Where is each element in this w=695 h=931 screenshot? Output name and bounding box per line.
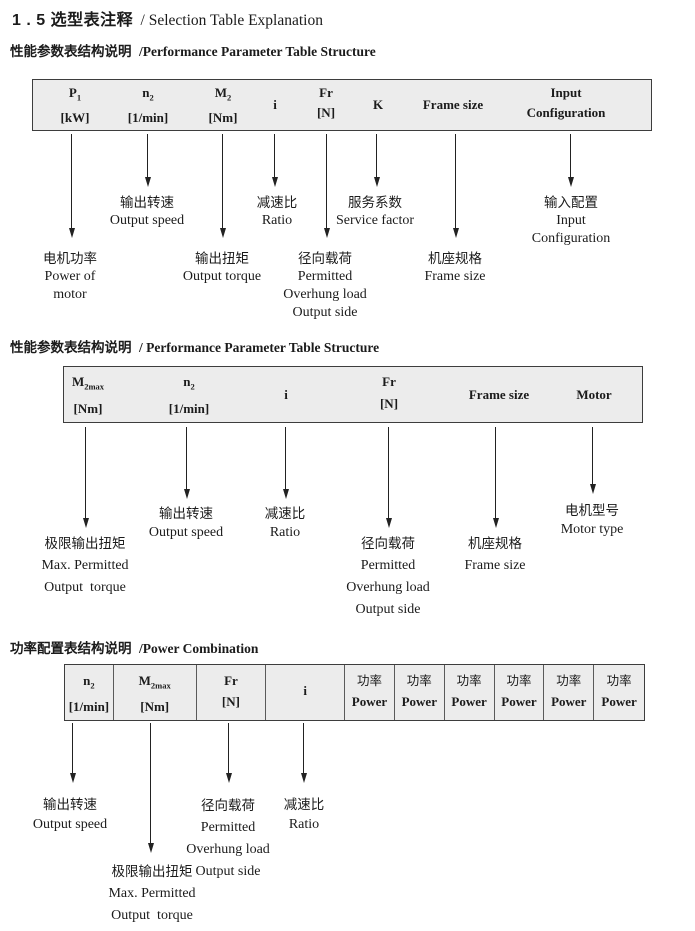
label-overhung-load: 径向载荷 Permitted Overhung load Output side — [186, 798, 270, 879]
column-header-power-4: 功率 Power — [495, 665, 545, 720]
section2-heading: 性能参数表结构说明 / Performance Parameter Table … — [10, 336, 379, 357]
label-motor-type: 电机型号 Motor type — [560, 503, 624, 537]
label-ratio: 减速比 Ratio — [264, 506, 306, 540]
down-arrow-n2 — [144, 134, 151, 187]
column-header-power-2: 功率 Power — [395, 665, 445, 720]
down-arrow-fr — [225, 723, 232, 783]
column-header-k: K — [372, 97, 384, 112]
column-header-motor: Motor — [576, 386, 612, 402]
column-header-power-3: 功率 Power — [445, 665, 495, 720]
down-arrow-m2max — [147, 723, 154, 853]
section3-heading-en: /Power Combination — [138, 641, 259, 656]
column-header-power-1: 功率 Power — [345, 665, 395, 720]
down-arrow-motor — [589, 427, 596, 494]
column-header-fr: Fr [N] — [197, 665, 267, 720]
down-arrow-frame-size — [492, 427, 499, 528]
column-header-frame-size: Frame size — [468, 386, 530, 402]
column-header-n2: n2 [1/min] — [127, 85, 169, 125]
down-arrow-fr — [323, 134, 330, 238]
column-header-frame-size: Frame size — [422, 97, 484, 112]
page-title-zh: 1 . 5 选型表注释 — [12, 12, 134, 29]
column-header-i: i — [284, 386, 288, 402]
column-header-fr: Fr [N] — [379, 374, 399, 411]
label-output-speed: 输出转速 Output speed — [32, 797, 108, 832]
column-header-i: i — [273, 97, 277, 112]
section1-heading: 性能参数表结构说明 /Performance Parameter Table S… — [10, 40, 376, 61]
down-arrow-p1 — [68, 134, 75, 238]
table1-performance-parameters: P1 [kW] n2 [1/min] M2 [Nm] i Fr [N] K Fr… — [32, 79, 652, 131]
section2-heading-zh: 性能参数表结构说明 — [10, 340, 132, 355]
section3-heading: 功率配置表结构说明 /Power Combination — [10, 637, 258, 658]
column-header-power-6: 功率 Power — [601, 674, 637, 709]
label-output-speed: 输出转速 Output speed — [148, 506, 224, 540]
label-frame-size: 机座规格 Frame size — [424, 251, 486, 284]
page-title: 1 . 5 选型表注释 / Selection Table Explanatio… — [12, 6, 323, 30]
page-title-en: / Selection Table Explanation — [140, 12, 323, 29]
label-input-configuration: 输入配置 Input Configuration — [531, 195, 611, 246]
column-header-m2max: M2max [Nm] — [114, 665, 197, 720]
label-service-factor: 服务系数 Service factor — [335, 195, 415, 228]
down-arrow-k — [373, 134, 380, 187]
label-output-torque: 输出扭矩 Output torque — [182, 251, 262, 284]
section2-heading-en: / Performance Parameter Table Structure — [138, 340, 380, 355]
down-arrow-i — [271, 134, 278, 187]
column-header-m2: M2 [Nm] — [208, 85, 238, 125]
label-frame-size: 机座规格 Frame size — [464, 536, 526, 573]
label-overhung-load: 径向载荷 Permitted Overhung load Output side — [346, 536, 430, 617]
column-header-fr: Fr [N] — [316, 85, 336, 120]
label-ratio: 减速比 Ratio — [256, 195, 298, 228]
column-header-p1: P1 [kW] — [60, 85, 90, 125]
down-arrow-n2 — [183, 427, 190, 499]
label-max-output-torque: 极限输出扭矩 Max. Permitted Output torque — [108, 864, 196, 923]
down-arrow-i — [282, 427, 289, 499]
down-arrow-input-configuration — [567, 134, 574, 187]
section1-heading-en: /Performance Parameter Table Structure — [138, 44, 376, 59]
table3-power-combination: n2 [1/min] M2max [Nm] Fr [N] i 功率 Power … — [64, 664, 645, 721]
column-header-i: i — [266, 665, 346, 720]
section1-heading-zh: 性能参数表结构说明 — [10, 44, 132, 59]
label-overhung-load: 径向载荷 Permitted Overhung load Output side — [283, 251, 367, 320]
label-power-of-motor: 电机功率 Power of motor — [43, 251, 97, 302]
down-arrow-m2max — [82, 427, 89, 528]
column-header-input-configuration: Input Configuration — [526, 85, 606, 120]
down-arrow-frame-size — [452, 134, 459, 238]
down-arrow-i — [300, 723, 307, 783]
down-arrow-n2 — [69, 723, 76, 783]
column-header-m2max: M2max [Nm] — [71, 374, 105, 416]
column-header-n2: n2 [1/min] — [65, 665, 114, 720]
column-header-n2: n2 [1/min] — [168, 374, 210, 416]
table2-performance-parameters: M2max [Nm] n2 [1/min] i Fr [N] Frame siz… — [63, 366, 643, 423]
down-arrow-m2 — [219, 134, 226, 238]
label-output-speed: 输出转速 Output speed — [109, 195, 185, 228]
section3-heading-zh: 功率配置表结构说明 — [10, 641, 132, 656]
label-ratio: 减速比 Ratio — [283, 797, 325, 832]
down-arrow-fr — [385, 427, 392, 528]
label-max-output-torque: 极限输出扭矩 Max. Permitted Output torque — [41, 536, 129, 595]
column-header-power-5: 功率 Power — [544, 665, 595, 720]
